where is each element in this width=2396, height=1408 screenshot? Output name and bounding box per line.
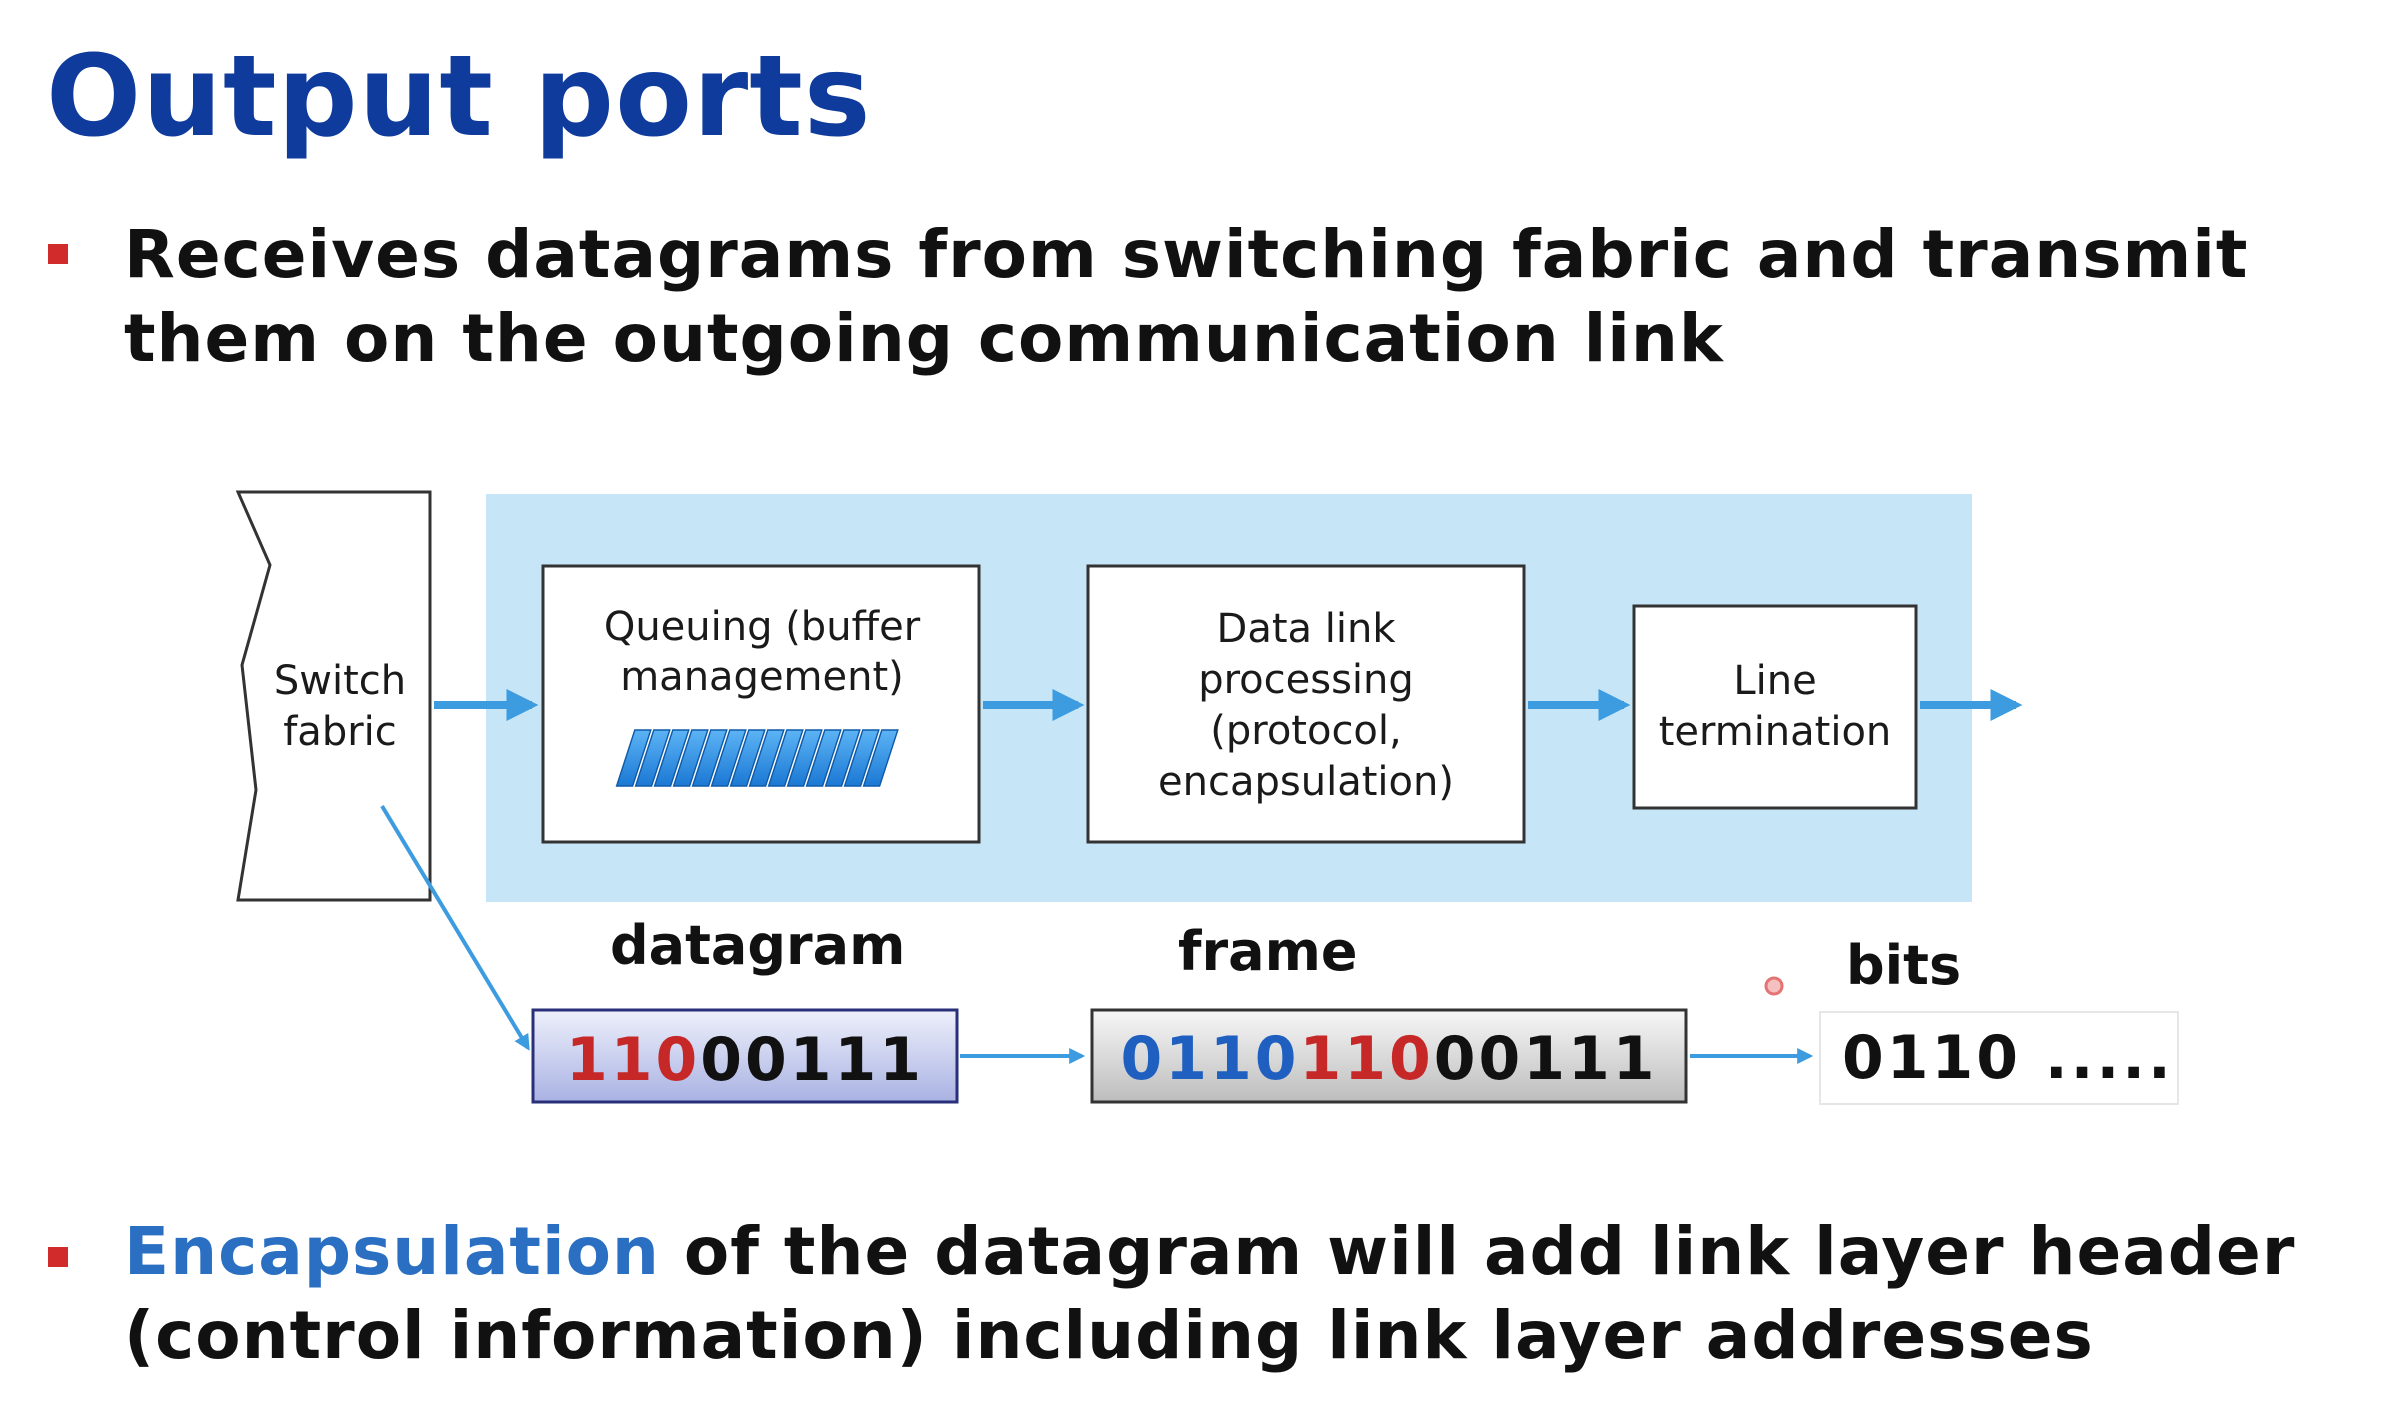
encapsulation-description: of the datagram will add link layer head… [124,1213,2296,1374]
data-link-processing-box [1086,564,1526,844]
slide-title: Output ports [46,32,872,162]
buffer-slot [824,729,861,787]
switch-fabric-label-line1: Switch [274,658,406,704]
queuing-box [541,564,981,844]
line-termination-label-line2: termination [1659,709,1892,755]
buffer-slot [729,729,766,787]
bullet-marker [48,244,68,264]
dlp-label-line2: processing [1198,657,1414,703]
output-bits: 0110 ..... [1842,1023,2174,1093]
bullet-receives-datagrams: Receives datagrams from switching fabric… [124,216,2249,377]
queuing-label-line2: management) [620,654,904,700]
frame-bits: 011011000111 [1121,1024,1658,1094]
buffer-slot [634,729,671,787]
buffer-slot [786,729,823,787]
buffer-slot [615,729,652,787]
buffer-slot [653,729,690,787]
buffer-slot [843,729,880,787]
line-termination-box [1632,604,1918,810]
buffer-queue-icon [615,729,899,787]
bullet-encapsulation: Encapsulation of the datagram will add l… [124,1210,2384,1378]
switch-fabric-label-line2: fabric [283,709,397,755]
encapsulation-keyword: Encapsulation [124,1213,660,1290]
buffer-slot [748,729,785,787]
buffer-slot [805,729,842,787]
datagram-bits-box [531,1008,959,1104]
line-termination-label-line1: Line [1733,658,1816,704]
buffer-slot [672,729,709,787]
switch-fabric-shape [235,490,432,902]
dlp-label-line4: encapsulation) [1158,759,1454,805]
cursor-dot [1764,976,1784,996]
label-datagram: datagram [610,914,905,977]
datagram-bits: 11000111 [566,1025,924,1095]
frame-bits-box [1090,1008,1688,1104]
arrow-fabric-to-datagram [380,804,530,1051]
bullet-marker [48,1247,68,1267]
buffer-slot [710,729,747,787]
buffer-slot [862,729,899,787]
dlp-label-line1: Data link [1217,606,1397,652]
buffer-slot [767,729,804,787]
dlp-label-line3: (protocol, [1210,708,1401,754]
buffer-slot [691,729,728,787]
label-frame: frame [1178,920,1357,983]
queuing-label-line1: Queuing (buffer [604,604,921,650]
label-bits: bits [1846,934,1961,997]
output-bits-box [1819,1011,2179,1105]
